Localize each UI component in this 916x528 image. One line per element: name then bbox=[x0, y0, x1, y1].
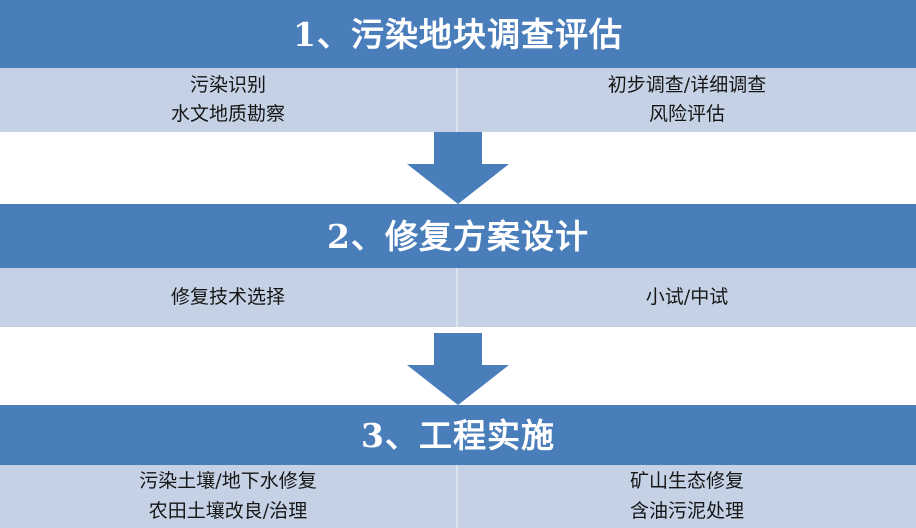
stage-2-left-column: 修复技术选择 bbox=[0, 268, 458, 327]
stage-1-left-item-1: 污染识别 bbox=[189, 73, 266, 96]
stage-2-right-column: 小试/中试 bbox=[458, 268, 916, 327]
stage-3-left-item-1: 污染土壤/地下水修复 bbox=[139, 470, 317, 493]
down-arrow-icon bbox=[407, 132, 509, 204]
stage-3-header: 3、工程实施 bbox=[0, 405, 916, 465]
stage-3-left-item-2: 农田土壤改良/治理 bbox=[148, 499, 308, 522]
arrow-stage2-to-stage3 bbox=[407, 333, 509, 405]
stage-2-content: 修复技术选择 小试/中试 bbox=[0, 268, 916, 327]
stage-1-header: 1、污染地块调查评估 bbox=[0, 0, 916, 68]
stage-2-title: 2、修复方案设计 bbox=[327, 216, 589, 256]
arrow-stage1-to-stage2 bbox=[407, 132, 509, 204]
stage-1-left-item-2: 水文地质勘察 bbox=[170, 103, 285, 125]
stage-1-right-item-1: 初步调查/详细调查 bbox=[607, 73, 767, 96]
stage-3-left-column: 污染土壤/地下水修复 农田土壤改良/治理 bbox=[0, 465, 458, 528]
stage-2-header: 2、修复方案设计 bbox=[0, 204, 916, 268]
stage-3-right-item-2: 含油污泥处理 bbox=[629, 499, 744, 522]
stage-1-content: 污染识别 水文地质勘察 初步调查/详细调查 风险评估 bbox=[0, 68, 916, 132]
stage-1-right-column: 初步调查/详细调查 风险评估 bbox=[458, 68, 916, 132]
stage-1-right-item-2: 风险评估 bbox=[648, 103, 725, 125]
stage-2-right-item-1: 小试/中试 bbox=[645, 285, 729, 308]
stage-2-left-item-1: 修复技术选择 bbox=[170, 285, 285, 308]
stage-3-right-item-1: 矿山生态修复 bbox=[629, 470, 744, 493]
stage-3-right-column: 矿山生态修复 含油污泥处理 bbox=[458, 465, 916, 528]
stage-3-title: 3、工程实施 bbox=[361, 415, 555, 455]
stage-1-title: 1、污染地块调查评估 bbox=[293, 14, 623, 54]
down-arrow-icon bbox=[407, 333, 509, 405]
stage-3-content: 污染土壤/地下水修复 农田土壤改良/治理 矿山生态修复 含油污泥处理 bbox=[0, 465, 916, 528]
stage-1-left-column: 污染识别 水文地质勘察 bbox=[0, 68, 458, 132]
